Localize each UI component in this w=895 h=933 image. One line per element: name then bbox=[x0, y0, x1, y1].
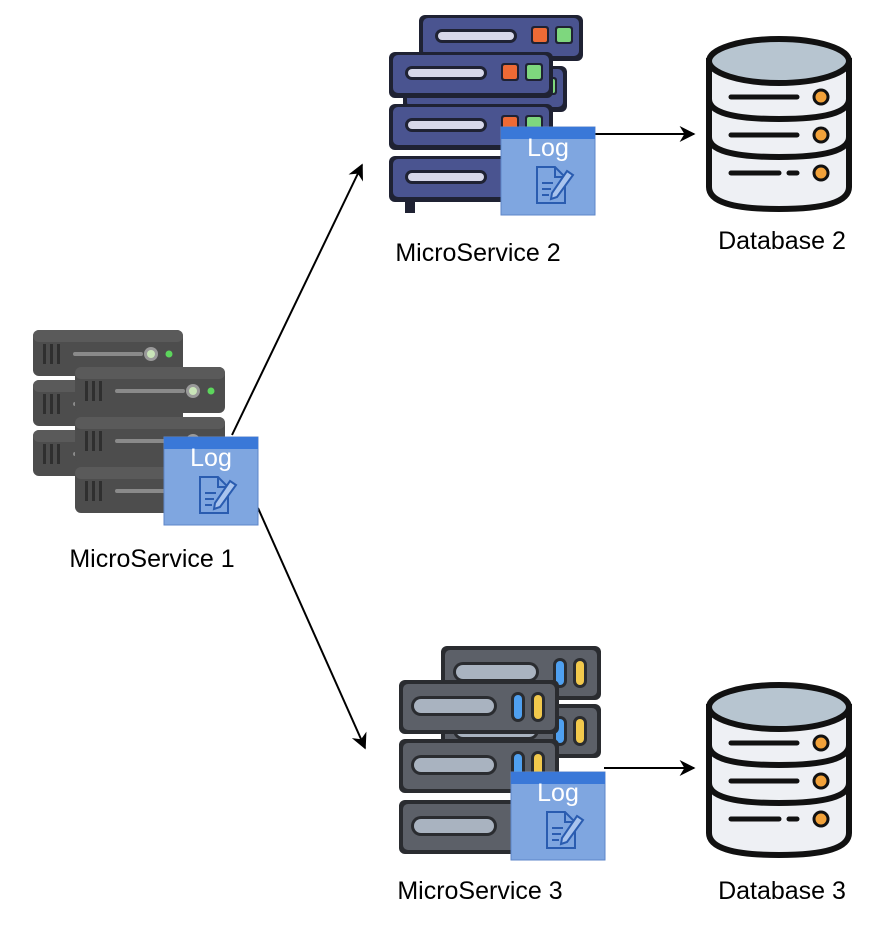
log-badge-text: Log bbox=[190, 444, 232, 472]
edge-ms1-to-ms3 bbox=[257, 507, 367, 750]
log-badge: Log bbox=[500, 126, 596, 216]
database-2-node[interactable]: Database 2 bbox=[709, 39, 849, 255]
edge-ms1-to-ms2 bbox=[231, 163, 363, 436]
log-badge: Log bbox=[163, 436, 259, 526]
database-2-label: Database 2 bbox=[718, 227, 846, 255]
log-badge: Log bbox=[510, 771, 606, 861]
database-3-node[interactable]: Database 3 bbox=[709, 685, 849, 905]
log-badge-text: Log bbox=[527, 134, 569, 162]
microservice-2-node[interactable]: Log MicroService 2 bbox=[389, 15, 596, 267]
microservice-3-node[interactable]: Log MicroService 3 bbox=[397, 646, 606, 905]
database-3-label: Database 3 bbox=[718, 877, 846, 905]
microservice-1-label: MicroService 1 bbox=[69, 545, 234, 573]
database-cylinder-icon bbox=[709, 685, 849, 855]
log-badge-text: Log bbox=[537, 779, 579, 807]
database-cylinder-icon bbox=[709, 39, 849, 209]
microservice-1-node[interactable]: Log MicroService 1 bbox=[33, 330, 259, 573]
edges bbox=[231, 126, 696, 776]
microservice-2-label: MicroService 2 bbox=[395, 239, 560, 267]
microservice-3-label: MicroService 3 bbox=[397, 877, 562, 905]
